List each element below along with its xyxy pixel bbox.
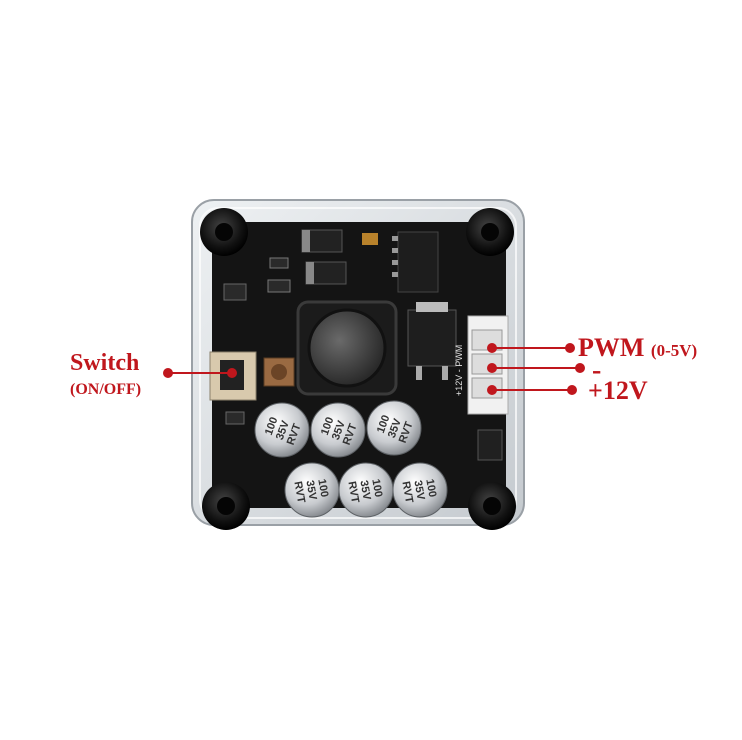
capacitor-text: 100 [369,478,384,498]
capacitor-text: 100 [263,416,281,437]
resistor-2 [267,279,291,293]
ic-chip [397,231,439,293]
board-silkscreen: +12V - PWM [454,345,464,396]
plus12v-label: +12V [588,376,648,405]
annotation-lines [163,343,585,395]
side-comp-2 [225,411,245,425]
capacitor-text: 35V [411,479,426,501]
capacitor-text: RVT [399,480,415,504]
capacitor-text: 100 [319,416,337,437]
resistor-1 [269,257,289,269]
capacitor-text: 100 [315,478,330,498]
acrylic-edge [199,207,517,519]
capacitor-text: 100 [375,414,393,435]
capacitor-text: 100 [423,478,438,498]
smd-cap [362,233,378,245]
capacitor-text: RVT [291,480,307,504]
pwm-label: PWM (0-5V) [578,333,697,363]
bottom-right-comp [477,429,503,461]
capacitor-text: RVT [345,480,361,504]
minus-label: - [592,355,602,386]
capacitor-text: 35V [303,479,318,501]
capacitor-row-bottom [284,462,448,518]
side-comp-1 [223,283,247,301]
pwm-range: (0-5V) [650,341,698,360]
mosfet [407,309,457,367]
capacitor-row-top [254,400,422,458]
capacitor-text: 35V [357,479,372,501]
pwm-text: PWM [578,333,645,362]
switch-label: Switch [70,350,140,376]
switch-sublabel: (ON/OFF) [70,381,142,398]
